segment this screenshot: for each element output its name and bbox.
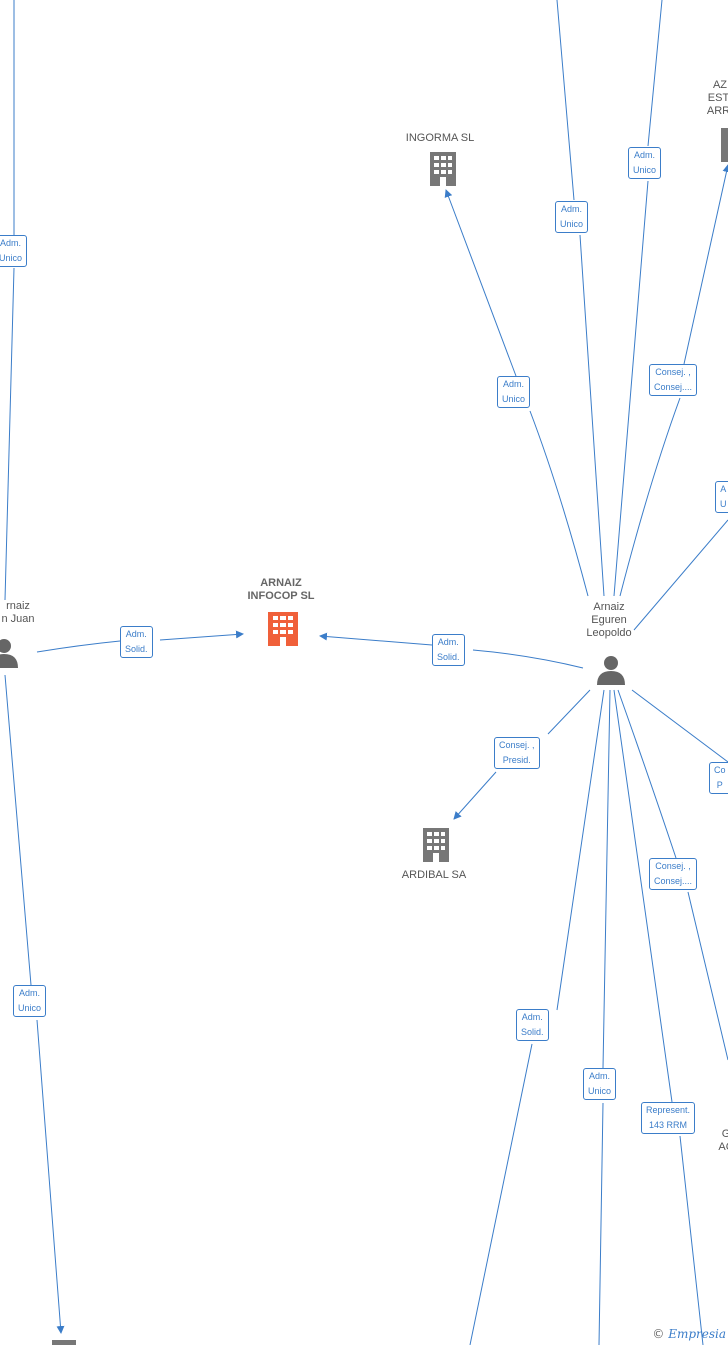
- edge-leopoldo-az: [619, 165, 728, 597]
- node-arnaiz-leopoldo[interactable]: Arnaiz Eguren Leopoldo: [586, 601, 632, 639]
- edge-label[interactable]: Adm. Solid.: [516, 1009, 549, 1041]
- node-arnaiz-juan[interactable]: rnaiz n Juan: [1, 600, 35, 625]
- person-icon: [597, 656, 625, 685]
- building-icon: [52, 1340, 76, 1345]
- node-g-act[interactable]: G AC: [718, 1128, 728, 1153]
- edge-leopoldo-bottom2: [598, 689, 611, 1345]
- edge-leopoldo-right1: [633, 519, 728, 631]
- building-icon: [721, 128, 728, 162]
- edge-label[interactable]: Consej. , Presid.: [494, 737, 540, 769]
- edge-label[interactable]: Consej. , Consej....: [649, 364, 698, 396]
- edge-juan-top: [4, 0, 15, 601]
- edge-label[interactable]: Adm. Solid.: [432, 634, 465, 666]
- brand-name: Empresia: [668, 1327, 726, 1341]
- edge-leopoldo-right3: [617, 689, 728, 1061]
- copyright-symbol: ©: [652, 1327, 665, 1341]
- building-icon: [430, 152, 456, 186]
- edge-leopoldo-ardibal: [454, 689, 591, 819]
- edge-label[interactable]: Adm. Unico: [555, 201, 589, 233]
- edge-label[interactable]: Adm. Unico: [583, 1068, 617, 1100]
- edge-label[interactable]: Adm. Unico: [628, 147, 662, 179]
- edge-label[interactable]: Co P: [709, 762, 728, 794]
- edge-leopoldo-top2: [613, 0, 663, 597]
- edge-label[interactable]: Adm. Unico: [0, 235, 28, 267]
- building-icon-main: [268, 612, 298, 646]
- edge-leopoldo-right2: [631, 689, 728, 763]
- edge-leopoldo-top1: [556, 0, 605, 597]
- edge-juan-infocop: [36, 634, 243, 653]
- edge-leopoldo-bottom1: [469, 689, 605, 1345]
- node-ardibal[interactable]: ARDIBAL SA: [401, 869, 467, 881]
- edge-label[interactable]: Adm. Unico: [13, 985, 47, 1017]
- node-az-top[interactable]: AZ ESTI ARRI: [706, 79, 728, 117]
- edge-leopoldo-ingorma: [446, 190, 589, 597]
- credit-logo: © Empresia: [652, 1327, 726, 1341]
- edge-label[interactable]: A U: [715, 481, 728, 513]
- edge-label[interactable]: Consej. , Consej....: [649, 858, 698, 890]
- building-icon: [423, 828, 449, 862]
- node-ingorma[interactable]: INGORMA SL: [405, 132, 475, 144]
- edge-leopoldo-infocop: [320, 636, 584, 669]
- edge-label[interactable]: Adm. Solid.: [120, 626, 153, 658]
- person-icon: [0, 639, 18, 668]
- edge-label[interactable]: Represent. 143 RRM: [641, 1102, 696, 1134]
- edge-label[interactable]: Adm. Unico: [497, 376, 531, 408]
- edge-juan-bottom: [4, 674, 61, 1333]
- edge-leopoldo-bottom3: [613, 689, 704, 1345]
- node-arnaiz-infocop[interactable]: ARNAIZ INFOCOP SL: [247, 577, 315, 602]
